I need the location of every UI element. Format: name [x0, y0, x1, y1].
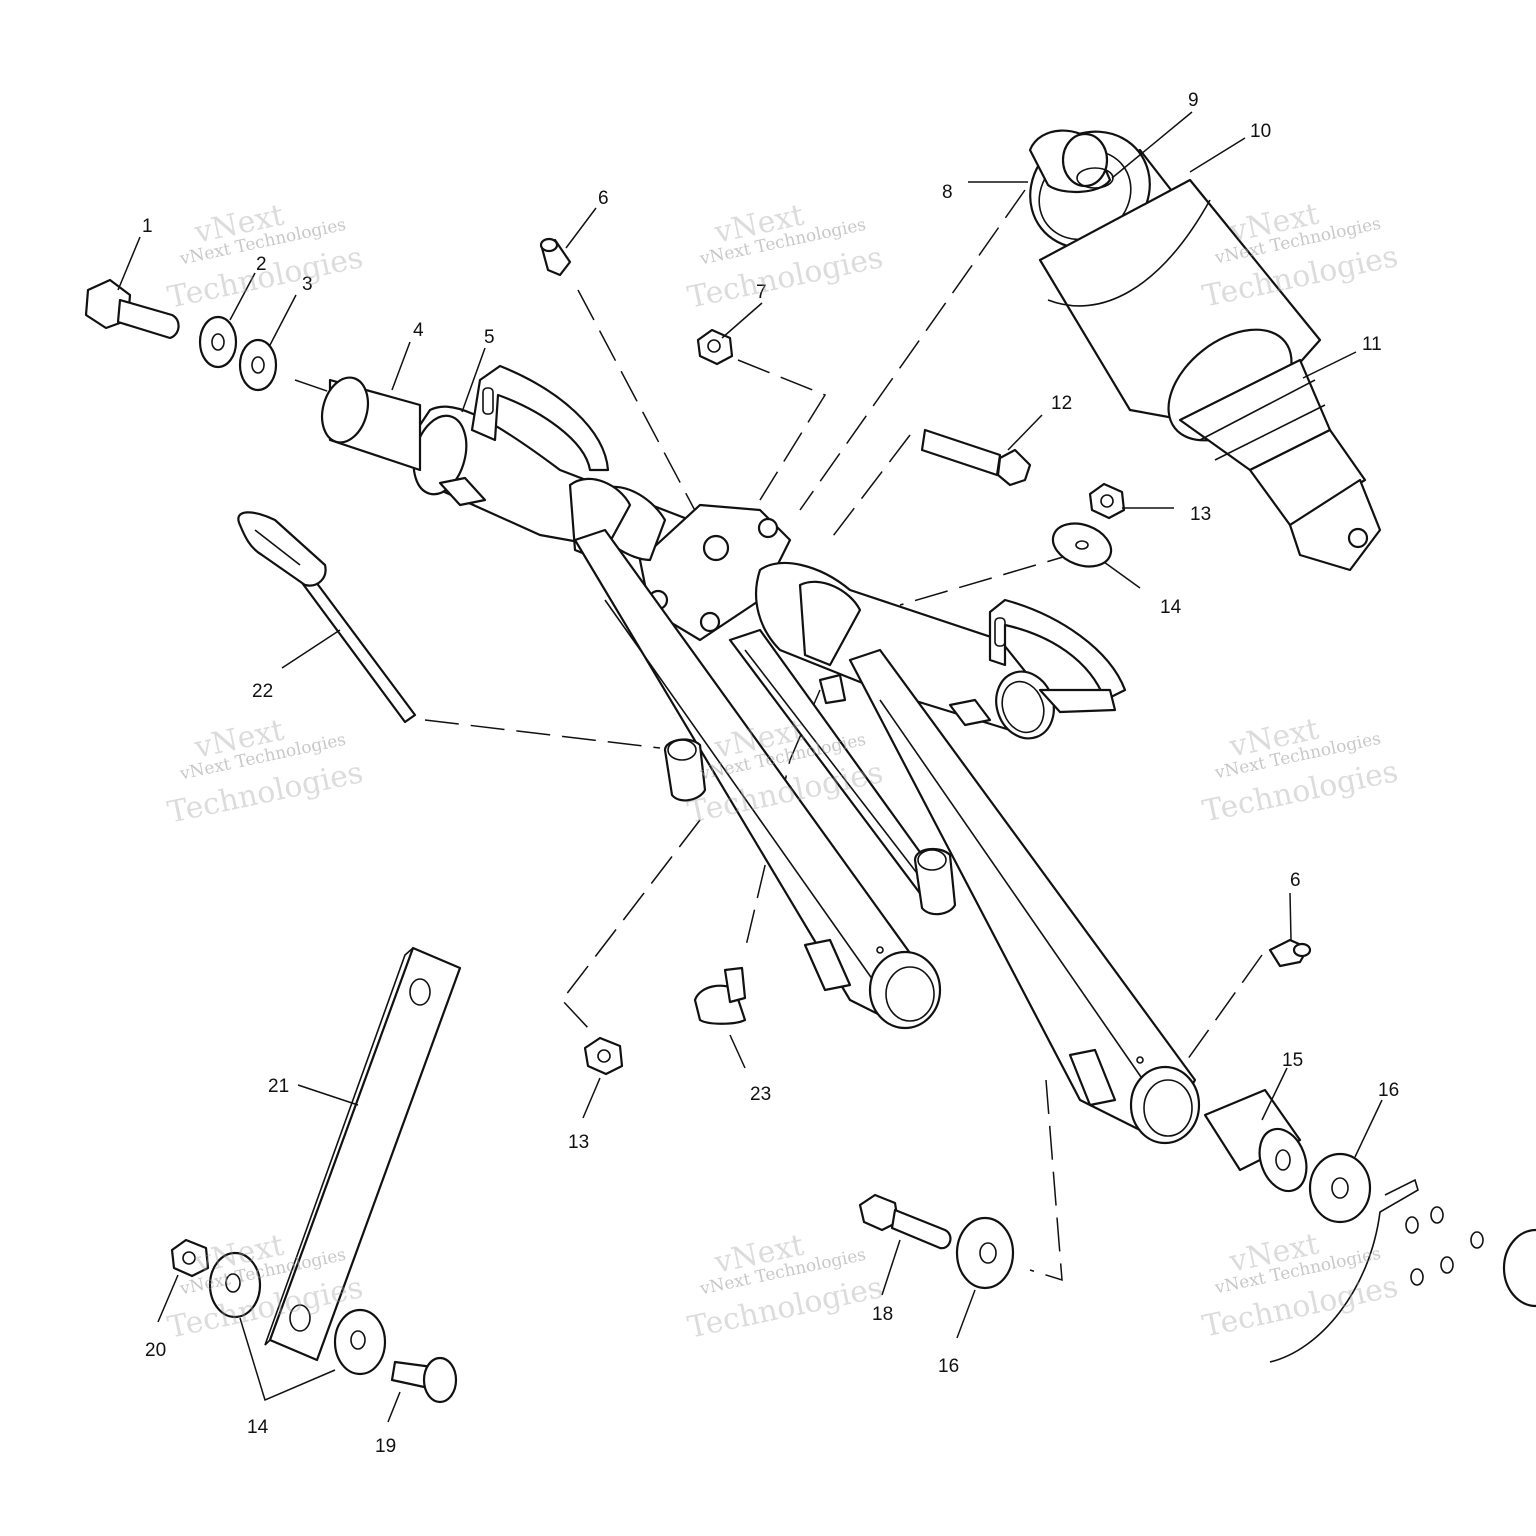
callout-14-top: 14: [1160, 597, 1182, 618]
callout-15: 15: [1282, 1050, 1303, 1071]
callout-16-right: 16: [1378, 1080, 1399, 1101]
swing-arm-assembly: [320, 364, 1201, 1145]
callout-6-top: 6: [598, 188, 609, 209]
callout-23: 23: [750, 1084, 771, 1105]
callout-labels: 1 2 3 4 5 6 7 8 9 10 11 12 13 14 22 6 15…: [142, 90, 1399, 1457]
callout-3: 3: [302, 274, 313, 295]
callout-20: 20: [145, 1340, 166, 1361]
shock-absorber: [1028, 129, 1382, 572]
callout-12: 12: [1051, 393, 1072, 414]
leader-lines: [117, 111, 1383, 1423]
callout-1: 1: [142, 216, 153, 237]
callout-22: 22: [252, 681, 273, 702]
callout-10: 10: [1250, 121, 1271, 142]
callout-8: 8: [942, 182, 953, 203]
callout-13-top: 13: [1190, 504, 1211, 525]
callout-18: 18: [872, 1304, 893, 1325]
callout-2: 2: [256, 254, 267, 275]
callout-6-bottom: 6: [1290, 870, 1301, 891]
callout-9: 9: [1188, 90, 1199, 111]
callout-5: 5: [484, 327, 495, 348]
callout-4: 4: [413, 320, 424, 341]
callout-19: 19: [375, 1436, 396, 1457]
callout-16-bottom: 16: [938, 1356, 959, 1377]
hardware-parts: [84, 237, 1536, 1404]
callout-11: 11: [1362, 334, 1382, 355]
callout-13-bottom: 13: [568, 1132, 589, 1153]
callout-21: 21: [268, 1076, 289, 1097]
callout-14-bottom: 14: [247, 1417, 269, 1438]
assembly-lines: [294, 189, 1263, 1282]
callout-7: 7: [756, 282, 767, 303]
